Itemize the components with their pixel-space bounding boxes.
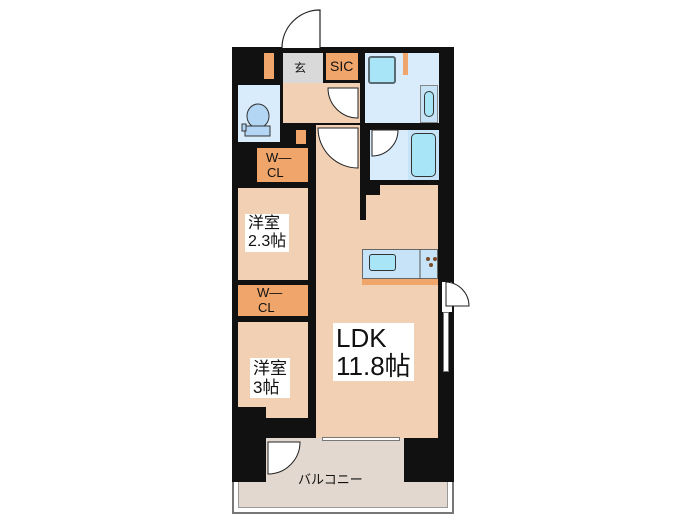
ldk-door-icon: [317, 127, 359, 169]
genkan: [283, 53, 323, 83]
entry-door-icon: [281, 9, 321, 49]
balcony-wall-left: [232, 428, 266, 482]
genkan-label: 玄: [294, 61, 307, 75]
kitchen-sink: [369, 254, 396, 271]
toilet-icon: [241, 103, 271, 137]
sic-closet: [326, 53, 358, 80]
western-room-upper-label: 洋室 2.3帖: [245, 214, 290, 252]
ldk: [316, 185, 438, 438]
western-room-lower-size: 3帖: [253, 378, 280, 397]
sic-label: SIC: [330, 58, 354, 74]
genkan-storage: [264, 53, 274, 79]
hall-door-icon: [327, 87, 359, 119]
wcl-lower: [238, 285, 308, 316]
washer-pipe: [403, 53, 408, 75]
side-door-icon: [445, 281, 470, 307]
western-room-lower-name: 洋室: [253, 359, 287, 378]
western-room-upper-size: 2.3帖: [248, 233, 287, 250]
ldk-name: LDK: [336, 323, 387, 353]
wcl-upper-line2: CL: [267, 165, 284, 180]
wcl-upper-small: [296, 130, 306, 144]
bathtub-basin: [411, 133, 436, 177]
stove-icon: [419, 249, 437, 279]
bath-door-icon: [371, 129, 399, 157]
balcony-label: バルコニー: [298, 472, 363, 487]
ldk-column-stub: [360, 183, 366, 220]
ldk-size: 11.8帖: [336, 351, 411, 381]
western-room-lower-label: 洋室 3帖: [250, 358, 290, 398]
kitchen-backsplash: [362, 279, 438, 285]
wcl-upper: [257, 148, 308, 182]
western-room-lower-notch: [266, 400, 308, 418]
washbasin: [368, 56, 396, 84]
sink-fixture: [424, 91, 434, 117]
wcl-upper-line1: W—: [266, 150, 292, 165]
ldk-label: LDK 11.8帖: [333, 323, 414, 381]
balcony-door-icon: [267, 441, 301, 475]
western-room-upper-name: 洋室: [248, 215, 281, 232]
balcony-window: [322, 437, 400, 441]
wcl-lower-line1: W—: [257, 285, 283, 300]
window-right: [443, 312, 449, 372]
wcl-lower-line2: CL: [258, 300, 275, 315]
